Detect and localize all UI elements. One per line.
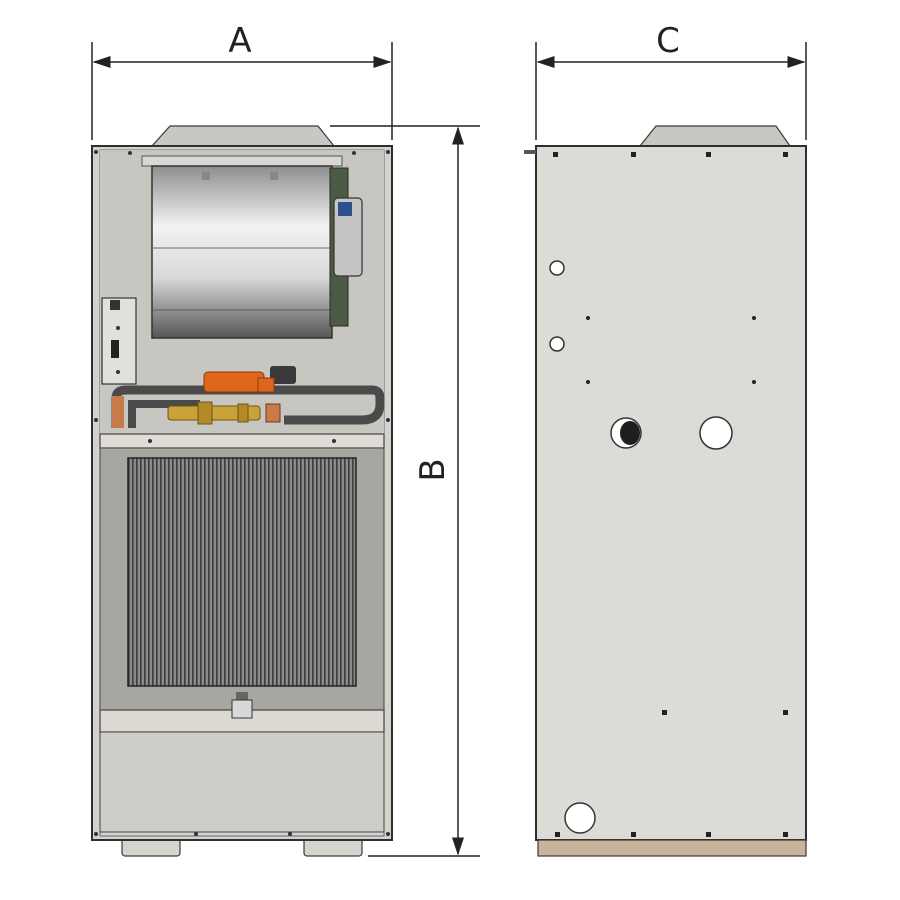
- dimension-label-a: A: [228, 21, 251, 61]
- valve-piping-assembly: [111, 366, 385, 428]
- blower-fan: [151, 165, 333, 339]
- dimension-depth: C: [535, 21, 807, 140]
- front-view: [91, 125, 393, 857]
- front-top-collar: [150, 125, 336, 147]
- front-lower-panel: [99, 731, 385, 833]
- dimension-label-c: C: [656, 21, 680, 61]
- side-base-strip: [537, 839, 807, 857]
- side-cabinet: [535, 145, 807, 841]
- control-box: [101, 297, 137, 385]
- heat-exchanger-coil: [127, 457, 357, 687]
- dimension-label-b: B: [413, 458, 453, 481]
- side-top-collar: [638, 125, 792, 147]
- knockout-hole-middle: [549, 336, 565, 352]
- drain-hole: [564, 802, 596, 834]
- knockout-hole-upper: [549, 260, 565, 276]
- dimension-height: B: [330, 125, 480, 857]
- dimension-width: A: [91, 21, 393, 140]
- side-view: [524, 125, 807, 857]
- fan-motor: [329, 167, 363, 327]
- coil-top-rail: [99, 433, 385, 449]
- pipe-hole: [699, 416, 733, 450]
